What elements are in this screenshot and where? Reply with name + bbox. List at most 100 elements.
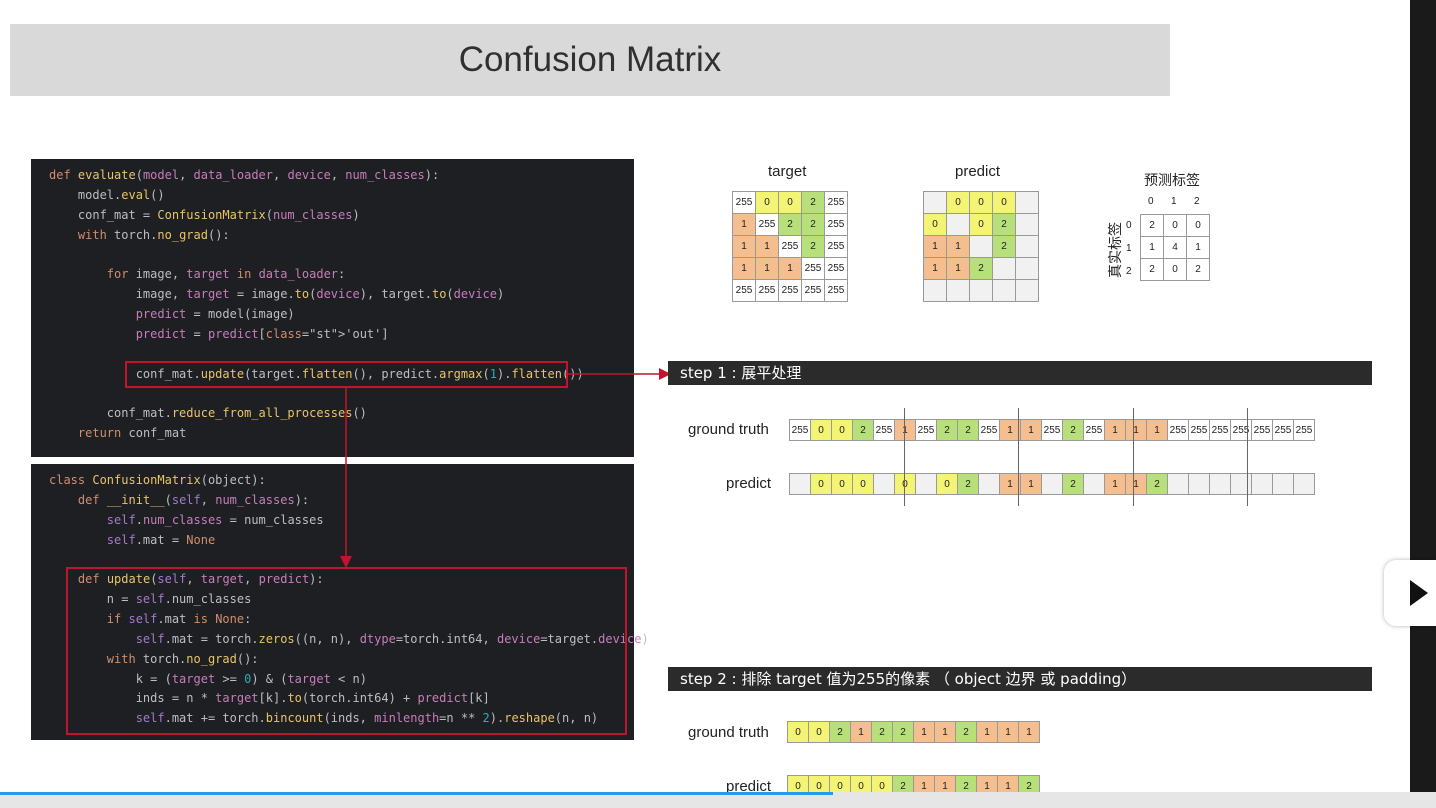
target-cell: 255 — [801, 279, 825, 302]
confusion-cell: 2 — [1140, 214, 1164, 237]
pred-flat-cell — [1230, 473, 1252, 495]
target-cell: 255 — [732, 191, 756, 214]
target-cell: 2 — [801, 191, 825, 214]
pred-flat-cell — [873, 473, 895, 495]
confusion-cell: 2 — [1140, 258, 1164, 281]
target-label: target — [768, 163, 807, 180]
gt-filtered-cell: 1 — [913, 721, 935, 743]
predict-cell — [969, 235, 993, 258]
confusion-row-label: 0 — [1126, 220, 1132, 231]
predict-cell — [946, 213, 970, 236]
gt-flat-cell: 255 — [1188, 419, 1210, 441]
code-panel-confusion-matrix: class ConfusionMatrix(object): def __ini… — [31, 464, 649, 740]
row-divider — [1018, 408, 1019, 506]
code-bottom-line: self.mat = None — [106, 532, 216, 547]
target-cell: 1 — [755, 235, 779, 258]
gt-flat-cell: 1 — [1125, 419, 1147, 441]
pred-flat-cell — [915, 473, 937, 495]
pred-flat-cell: 0 — [894, 473, 916, 495]
pred-flat-cell — [1167, 473, 1189, 495]
predict-cell: 2 — [992, 213, 1016, 236]
code-bottom-line: self.num_classes = num_classes — [106, 512, 324, 527]
gt-filtered-cell: 2 — [892, 721, 914, 743]
pred-flat-cell: 1 — [1104, 473, 1126, 495]
code-bottom-line: n = self.num_classes — [49, 592, 252, 607]
target-cell: 255 — [755, 213, 779, 236]
code-top-line: conf_mat.reduce_from_all_processes() — [49, 406, 367, 421]
code-bottom-line: class ConfusionMatrix(object): — [49, 473, 266, 487]
pred-flat-cell — [1272, 473, 1294, 495]
gt-filtered-cell: 0 — [787, 721, 809, 743]
gt-flat-cell: 255 — [978, 419, 1000, 441]
target-cell: 255 — [824, 279, 848, 302]
predict-cell: 0 — [992, 191, 1016, 214]
gt-filtered-cell: 2 — [955, 721, 977, 743]
gt-flat-cell: 255 — [1209, 419, 1231, 441]
gt-flat-cell: 255 — [1251, 419, 1273, 441]
bottom-strip — [0, 792, 1436, 808]
pred-flat-cell: 0 — [852, 473, 874, 495]
gt-flat-cell: 2 — [1062, 419, 1084, 441]
step2-banner: step 2 : 排除 target 值为255的像素 （ object 边界 … — [668, 667, 1372, 691]
gt-flat-cell: 255 — [915, 419, 937, 441]
confusion-col-label: 2 — [1194, 196, 1200, 207]
code-top-line: with torch.no_grad(): — [77, 227, 230, 242]
confusion-col-label: 1 — [1171, 196, 1177, 207]
right-edge-bar — [1410, 0, 1436, 808]
slide-title: Confusion Matrix — [458, 40, 722, 79]
confusion-cell: 4 — [1163, 236, 1187, 259]
code-bottom-line: self.mat = torch.zeros((n, n), dtype=tor… — [135, 631, 649, 646]
row-divider — [1133, 408, 1134, 506]
predict-label: predict — [726, 475, 772, 492]
target-cell: 255 — [824, 191, 848, 214]
confusion-col-label: 0 — [1148, 196, 1154, 207]
row-divider — [904, 408, 905, 506]
target-cell: 255 — [778, 235, 802, 258]
ground-truth-label-2: ground truth — [688, 724, 769, 741]
pred-flat-cell: 2 — [1062, 473, 1084, 495]
play-button[interactable] — [1384, 560, 1436, 626]
target-cell: 1 — [755, 257, 779, 280]
target-cell: 0 — [778, 191, 802, 214]
gt-filtered-cell: 2 — [871, 721, 893, 743]
pred-flat-cell — [978, 473, 1000, 495]
code-top-line: predict = predict[class="st">'out'] — [135, 326, 389, 341]
update-method-highlight — [66, 567, 627, 735]
predict-grid-label: predict — [955, 163, 1001, 180]
predict-cell — [1015, 191, 1039, 214]
code-bottom-line: with torch.no_grad(): — [106, 651, 259, 666]
gt-filtered-cell: 1 — [1018, 721, 1040, 743]
gt-flat-cell: 1 — [1020, 419, 1042, 441]
pred-flat-cell: 2 — [1146, 473, 1168, 495]
code-bottom-line: self.mat += torch.bincount(inds, minleng… — [135, 711, 599, 726]
play-icon — [1410, 580, 1428, 606]
predict-cell: 1 — [923, 257, 947, 280]
pred-flat-cell — [1251, 473, 1273, 495]
pred-flat-cell — [1209, 473, 1231, 495]
gt-flat-cell: 2 — [957, 419, 979, 441]
confusion-cell: 0 — [1186, 214, 1210, 237]
code-top-line: return conf_mat — [77, 426, 187, 441]
code-bottom-line: def __init__(self, num_classes): — [77, 492, 310, 507]
predict-cell: 2 — [969, 257, 993, 280]
pred-flat-cell: 0 — [810, 473, 832, 495]
gt-flat-cell: 1 — [1146, 419, 1168, 441]
pred-flat-cell — [1041, 473, 1063, 495]
target-cell: 2 — [801, 235, 825, 258]
code-top-line: image, target = image.to(device), target… — [49, 287, 505, 302]
gt-filtered-cell: 0 — [808, 721, 830, 743]
gt-flat-cell: 0 — [810, 419, 832, 441]
gt-flat-cell: 255 — [1230, 419, 1252, 441]
gt-filtered-cell: 1 — [976, 721, 998, 743]
predict-cell — [923, 191, 947, 214]
update-call-highlight — [125, 361, 568, 388]
progress-bar[interactable] — [0, 792, 833, 795]
pred-flat-cell: 1 — [1020, 473, 1042, 495]
predict-cell — [992, 279, 1016, 302]
code-top-line: predict = model(image) — [135, 306, 295, 321]
predict-cell: 1 — [946, 235, 970, 258]
